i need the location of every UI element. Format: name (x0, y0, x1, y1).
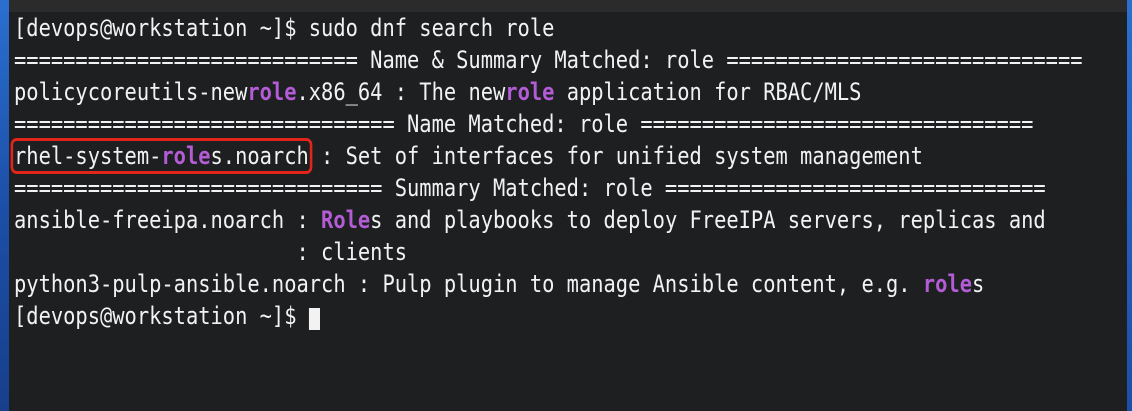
result-row-policycoreutils: policycoreutils-newrole.x86_64 : The new… (14, 76, 960, 108)
result-text: ansible-freeipa.noarch : (14, 206, 322, 234)
shell-prompt: [devops@workstation ~]$ (14, 302, 309, 330)
match-highlight: Role (321, 206, 371, 234)
desktop-background-edge (0, 0, 9, 411)
result-text: .x86_64 : The new (296, 78, 506, 106)
shell-prompt: [devops@workstation ~]$ (14, 14, 309, 42)
desktop-background-edge-right (1127, 0, 1132, 411)
command-line: [devops@workstation ~]$ sudo dnf search … (14, 12, 960, 44)
result-row-ansible-freeipa: ansible-freeipa.noarch : Roles and playb… (14, 204, 1046, 236)
terminal-title-bar (9, 0, 1127, 12)
section-header-name-summary: ============================ Name & Summ… (14, 46, 1083, 74)
result-text: : Set of interfaces for unified system m… (308, 142, 923, 170)
match-highlight: role (505, 78, 555, 106)
text-cursor (308, 308, 320, 330)
match-highlight: role (922, 270, 972, 298)
result-text: s (971, 270, 985, 298)
section-header-name: =============================== Name Mat… (14, 110, 1034, 138)
highlighted-package-box: rhel-system-roles.noarch (10, 138, 313, 174)
terminal-window[interactable]: [devops@workstation ~]$ sudo dnf search … (9, 12, 1127, 411)
package-name-part: rhel-system- (14, 142, 162, 170)
result-row-rhel-system-roles: rhel-system-roles.noarch : Set of interf… (10, 138, 960, 174)
result-text: s and playbooks to deploy FreeIPA server… (370, 206, 1046, 234)
result-row-python3-pulp-ansible: python3-pulp-ansible.noarch : Pulp plugi… (14, 268, 984, 300)
match-highlight: role (161, 142, 211, 170)
result-row-ansible-freeipa-cont: : clients (14, 238, 408, 266)
section-header-summary: ============================== Summary M… (14, 174, 1046, 202)
final-prompt-line: [devops@workstation ~]$ (14, 300, 960, 332)
package-name-part: s.noarch (210, 142, 309, 170)
result-text: application for RBAC/MLS (554, 78, 862, 106)
result-text: python3-pulp-ansible.noarch : Pulp plugi… (14, 270, 923, 298)
package-name-part: policycoreutils-new (14, 78, 248, 106)
command-text: sudo dnf search role (308, 14, 555, 42)
match-highlight: role (247, 78, 297, 106)
